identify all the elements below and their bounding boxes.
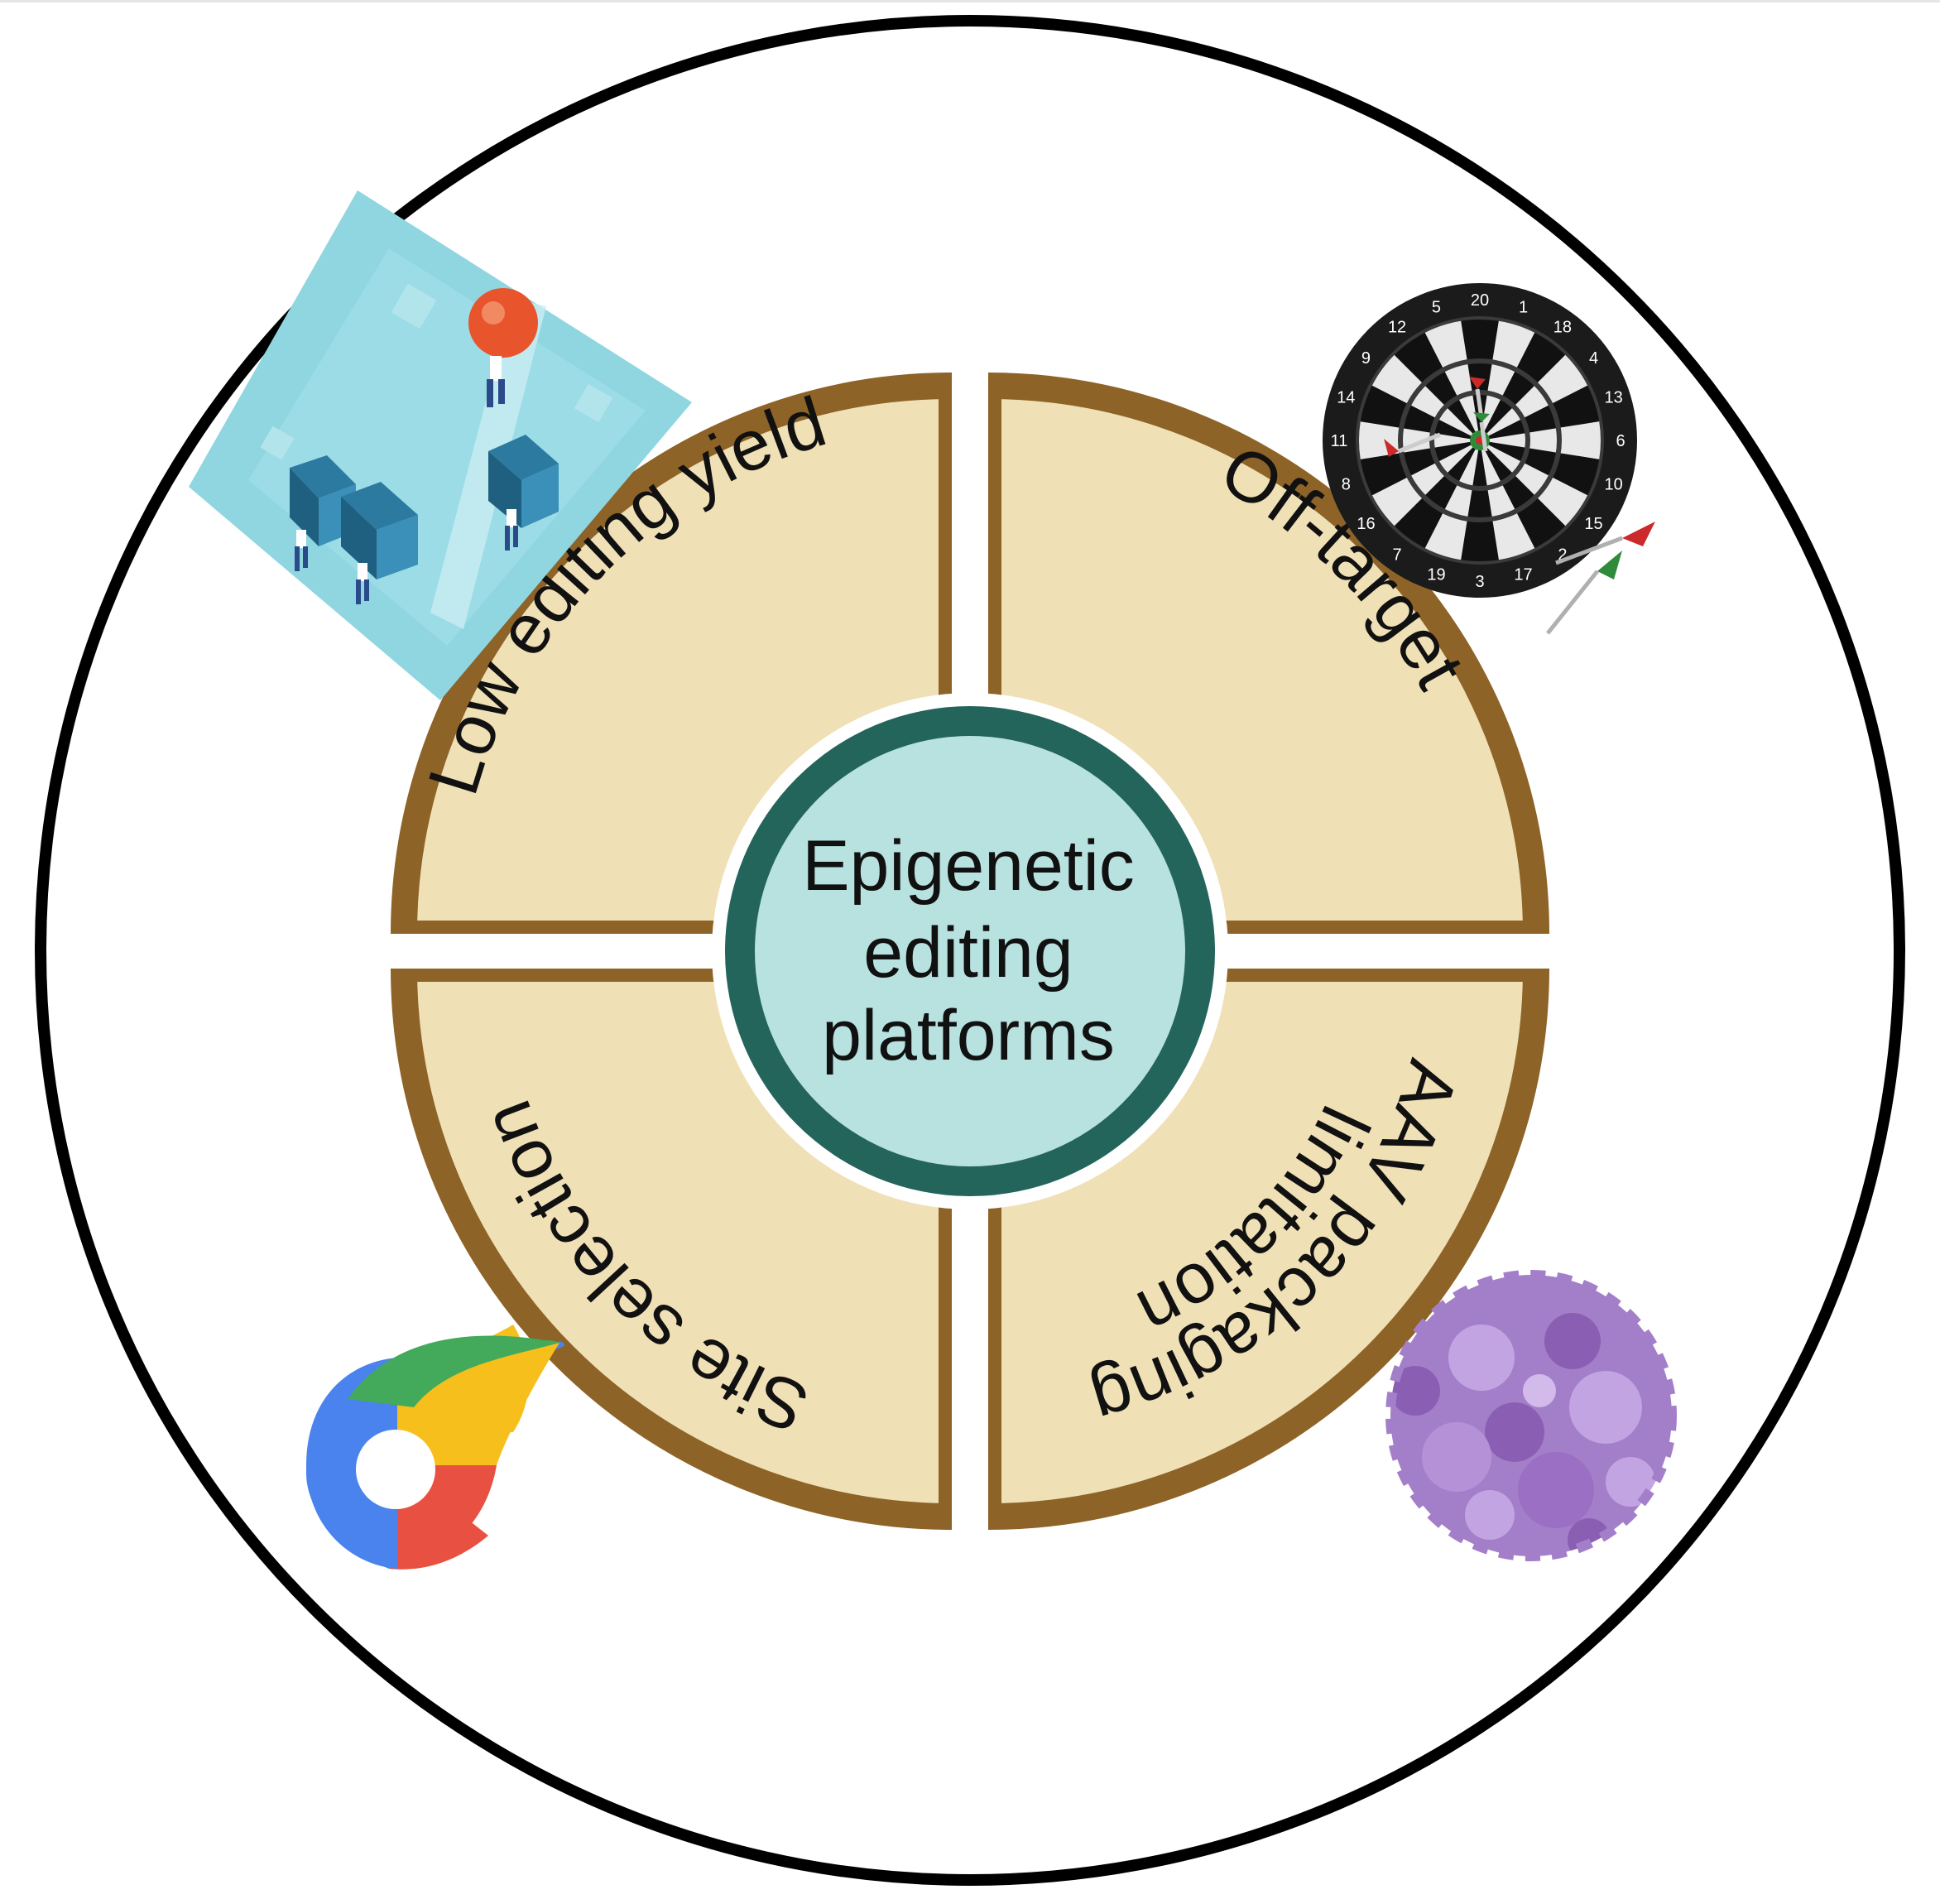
dartboard-number: 7 — [1393, 546, 1402, 565]
dartboard-segment — [1424, 440, 1480, 560]
top-border-line — [0, 0, 1940, 2]
dartboard-number: 11 — [1331, 432, 1348, 450]
dartboard-number: 12 — [1388, 318, 1406, 336]
dartboard-segment — [1394, 440, 1480, 549]
dartboard-number: 15 — [1584, 515, 1602, 533]
dartboard-segment — [1480, 440, 1588, 526]
center-title-line3: platforms — [822, 996, 1115, 1075]
dartboard-segment — [1480, 332, 1566, 440]
dartboard-number: 1 — [1519, 298, 1528, 316]
dartboard-segment — [1480, 421, 1601, 459]
dartboard-icon: 20 1 18 4 13 6 10 15 2 17 3 19 7 16 8 11 14 9 12 5 — [1323, 283, 1655, 635]
dartboard-segment — [1480, 320, 1535, 440]
location-logo-icon — [306, 1325, 564, 1570]
dartboard-segment — [1480, 440, 1535, 560]
dartboard-number: 2 — [1558, 546, 1567, 565]
dartboard-number: 19 — [1427, 566, 1445, 584]
dartboard-number: 17 — [1514, 566, 1532, 584]
dartboard-number: 13 — [1605, 388, 1623, 406]
dartboard-number: 6 — [1616, 432, 1625, 450]
effort-illustration-icon — [189, 190, 692, 700]
dartboard-segment — [1461, 440, 1499, 561]
dartboard-segment — [1394, 332, 1480, 440]
dartboard-segment — [1360, 440, 1480, 496]
dartboard-segment — [1480, 440, 1600, 496]
dartboard-number: 20 — [1471, 291, 1489, 310]
dartboard-number: 3 — [1475, 573, 1484, 591]
dartboard-segment — [1424, 320, 1480, 440]
dartboard-number: 16 — [1357, 515, 1375, 533]
dartboard-number: 9 — [1361, 349, 1371, 368]
center-title-line2: editing — [863, 913, 1073, 993]
dartboard-number: 14 — [1337, 388, 1355, 406]
dartboard-number: 18 — [1553, 318, 1572, 336]
dartboard-segment — [1371, 354, 1480, 440]
dartboard-number: 5 — [1432, 298, 1441, 316]
dartboard-segment — [1480, 385, 1600, 440]
dartboard-segment — [1360, 385, 1480, 440]
dartboard-segment — [1480, 440, 1566, 549]
dartboard-segment — [1371, 440, 1480, 526]
aav-capsid-icon — [1385, 1270, 1677, 1561]
dartboard-number: 10 — [1605, 476, 1623, 494]
dartboard-number: 4 — [1589, 349, 1598, 368]
dartboard-segment — [1480, 354, 1588, 440]
dartboard-number: 8 — [1342, 476, 1351, 494]
center-title-line1: Epigenetic — [802, 826, 1135, 906]
center-disc — [755, 736, 1185, 1166]
